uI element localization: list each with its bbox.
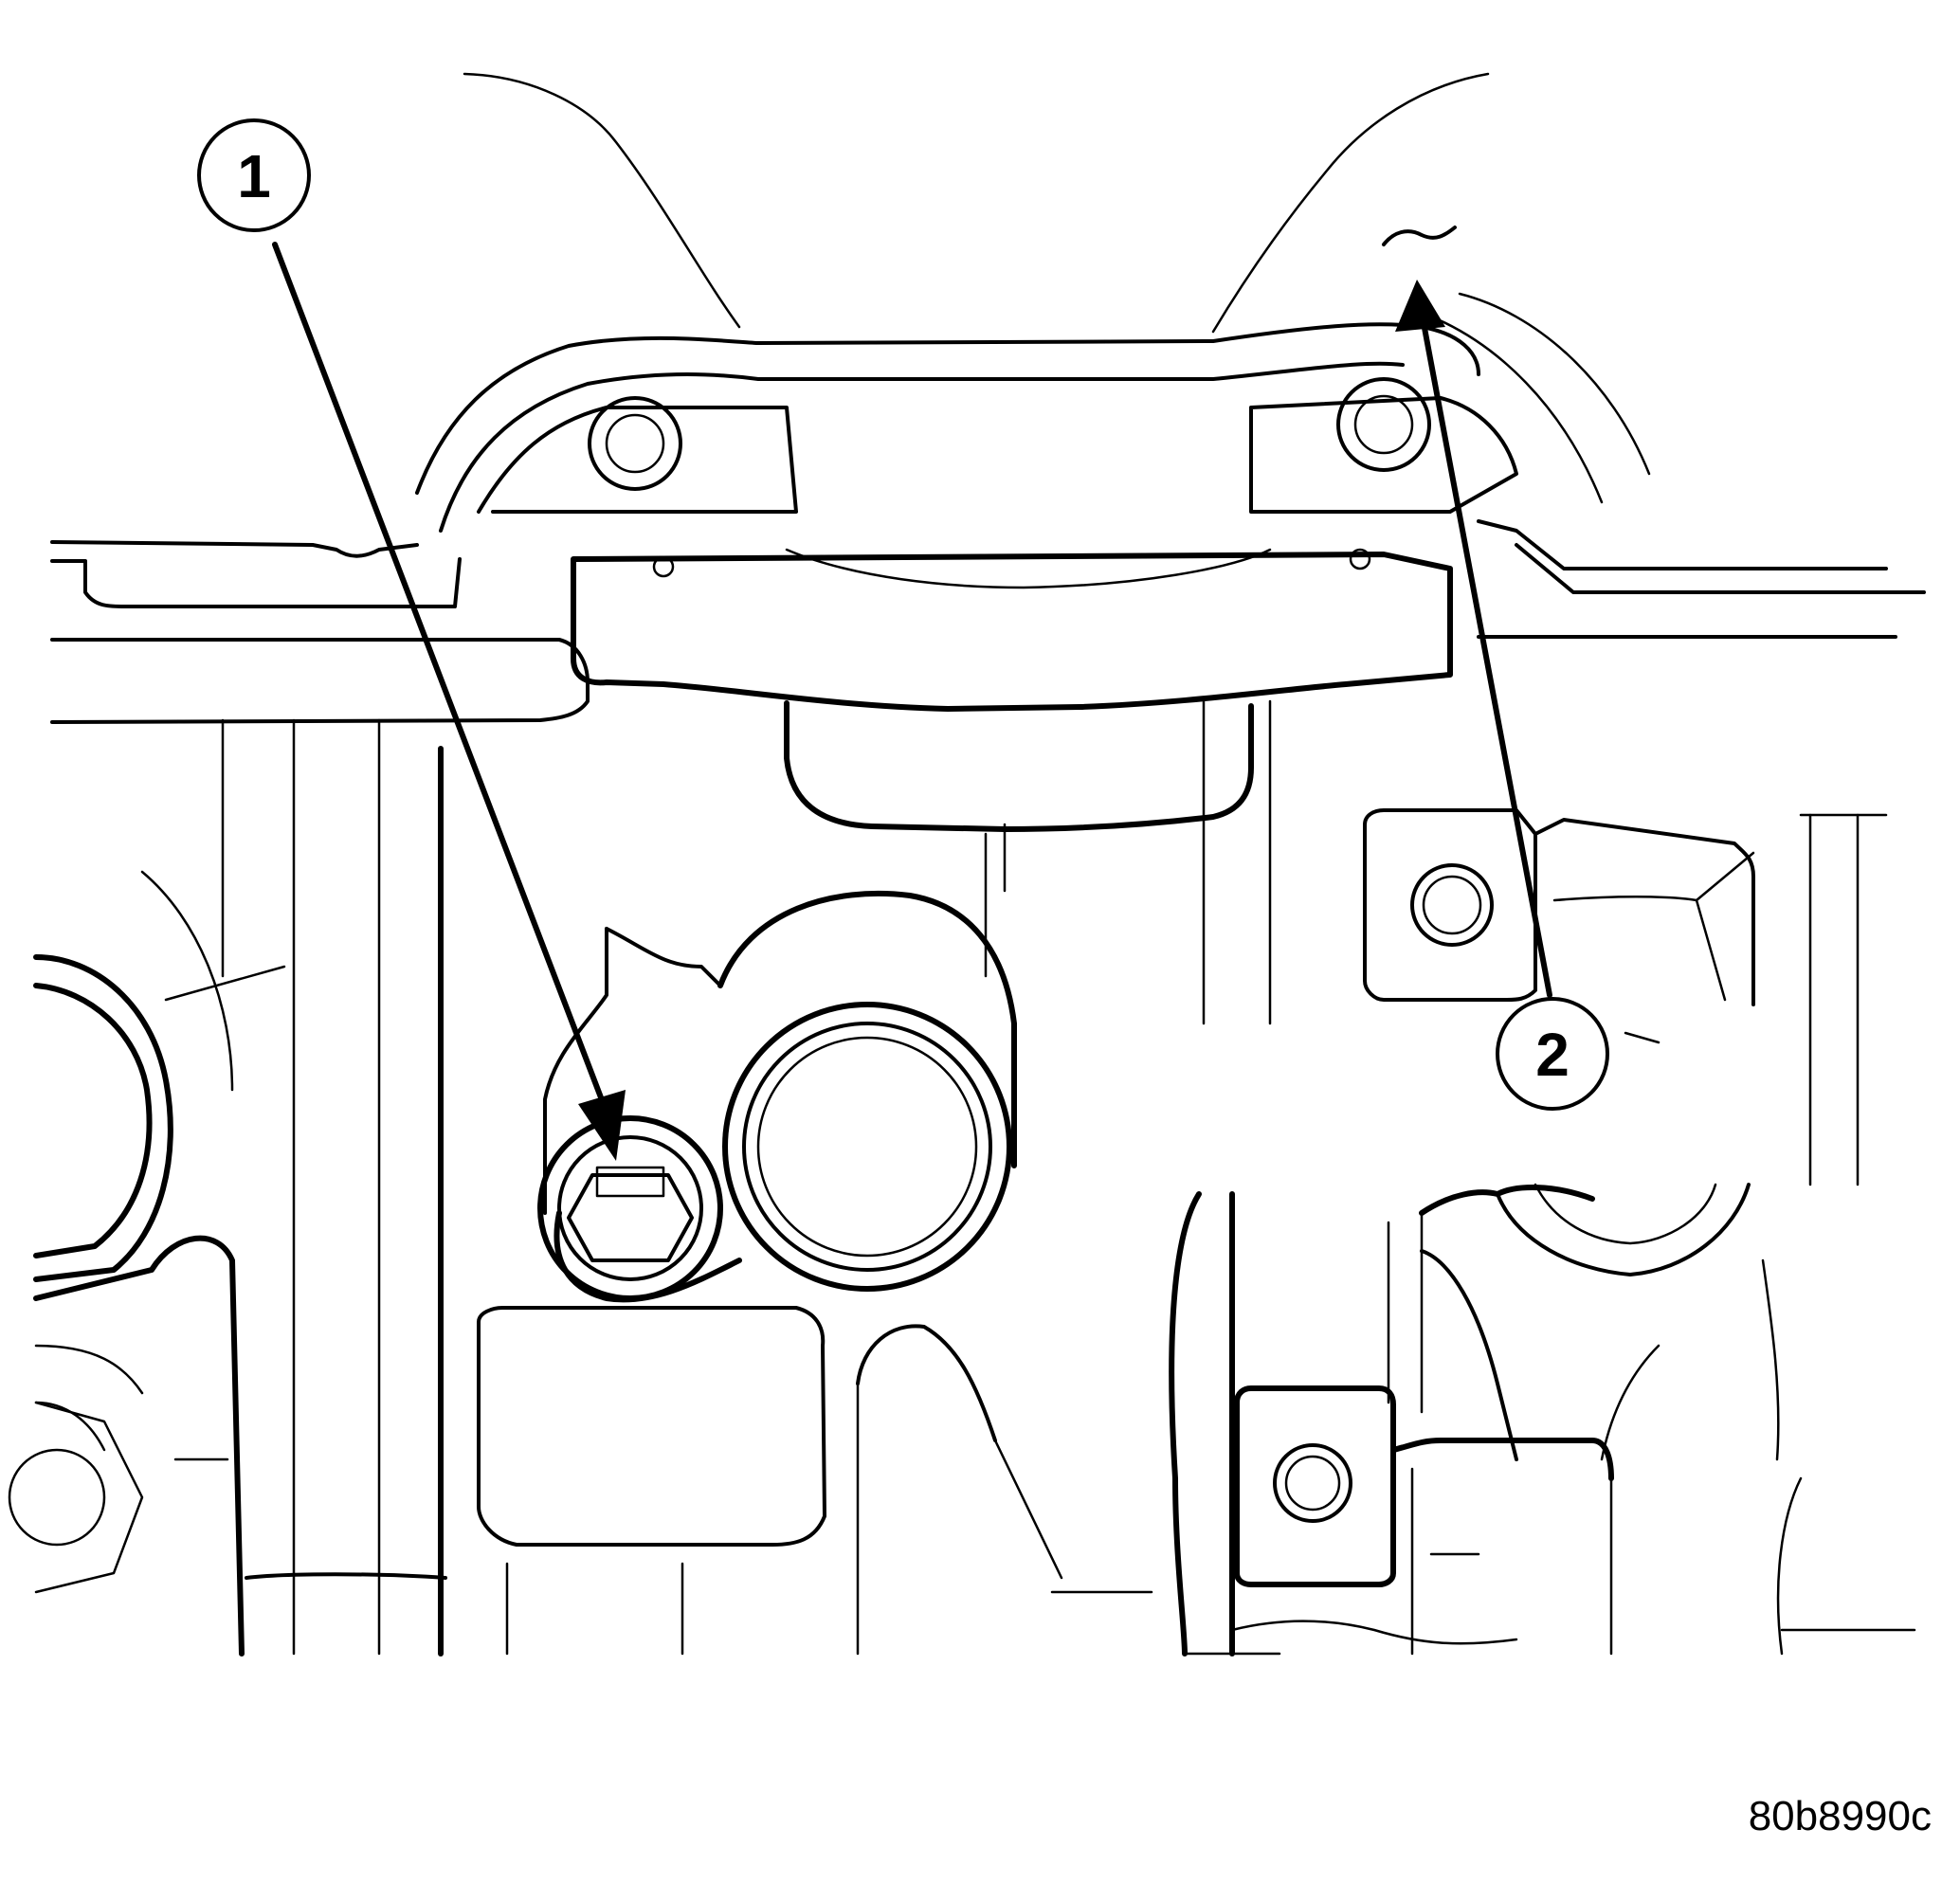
figure-id-label: 80b8990c [1748, 1793, 1932, 1839]
callout-2-leader [1382, 226, 1552, 998]
center-right-column [984, 699, 1518, 1657]
lower-pockets [477, 1306, 1153, 1656]
callout-1-leader [272, 242, 626, 1161]
oil-gallery-plug [537, 1115, 723, 1301]
bracket-bolt-left [588, 396, 682, 491]
left-ribs [173, 718, 447, 1657]
left-cam-journal [33, 870, 286, 1657]
lower-right-bolt-block [1234, 1385, 1614, 1656]
callout-1-label: 1 [237, 142, 271, 210]
cross-beam [571, 548, 1453, 832]
upper-cover-outline [463, 72, 1651, 504]
bracket-rail [415, 322, 1518, 533]
callout-2: 2 [1496, 997, 1609, 1111]
right-cam-journal [1387, 1183, 1916, 1656]
bracket-bolt-right [1336, 377, 1431, 472]
head-deck [50, 519, 1926, 724]
left-lower-bolt [8, 1401, 144, 1594]
callout-1: 1 [197, 118, 311, 232]
central-boss [543, 890, 1017, 1303]
callout-2-label: 2 [1535, 1021, 1570, 1089]
upper-right-bolt-block [1363, 808, 1888, 1186]
large-bore [722, 1002, 1012, 1292]
